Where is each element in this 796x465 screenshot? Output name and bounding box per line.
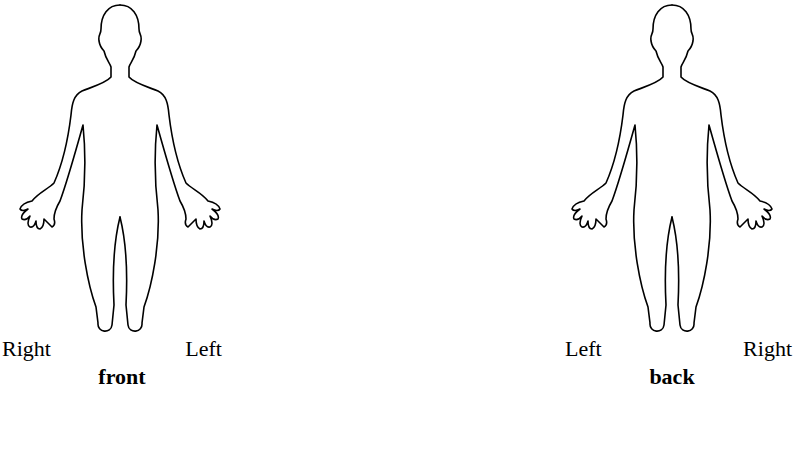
- view-label: back: [649, 364, 694, 390]
- view-label: front: [98, 364, 145, 390]
- side-label: Right: [2, 336, 51, 362]
- outline-half: [20, 5, 120, 331]
- side-label: Left: [185, 336, 222, 362]
- back-figure: [572, 5, 772, 331]
- front-figure: [20, 5, 220, 331]
- side-label: Right: [743, 336, 792, 362]
- side-label: Left: [565, 336, 602, 362]
- outline-half: [572, 5, 672, 331]
- outline-half: [672, 5, 772, 331]
- outline-half: [120, 5, 220, 331]
